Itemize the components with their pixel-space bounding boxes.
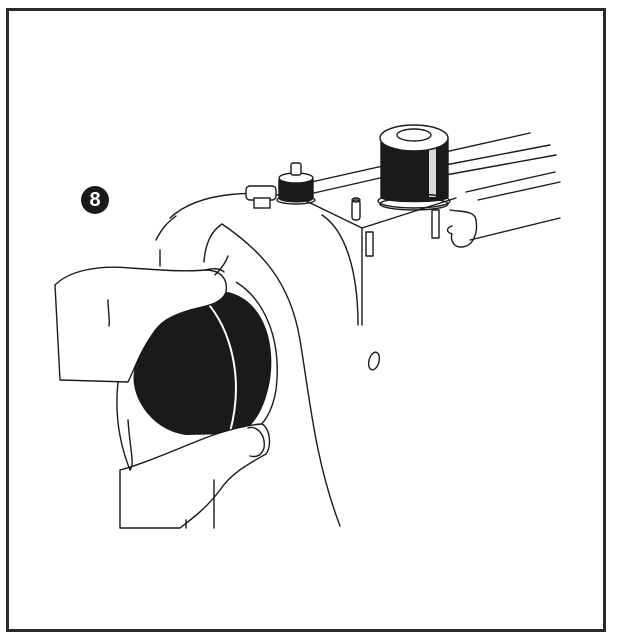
step-number-badge: 8 <box>81 186 109 214</box>
handwheel <box>133 281 278 435</box>
hand <box>54 266 271 529</box>
bobbin-winder <box>245 162 316 209</box>
thread-spool <box>377 124 451 211</box>
